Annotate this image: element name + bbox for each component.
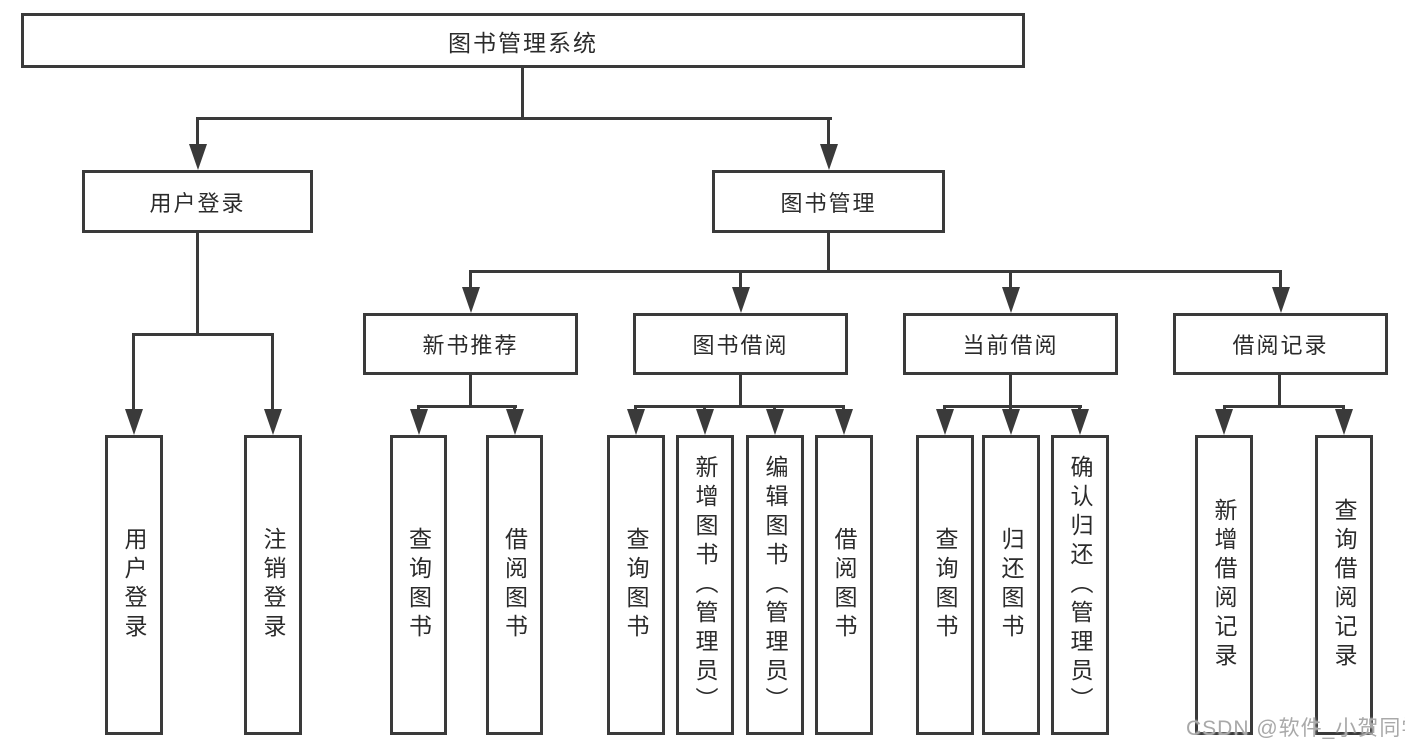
- arrow-down-icon: [936, 409, 954, 435]
- arrow-down-icon: [627, 409, 645, 435]
- connector-line: [196, 233, 199, 335]
- arrow-down-icon: [1071, 409, 1089, 435]
- node-label: 用户登录: [149, 190, 246, 216]
- arrow-down-icon: [766, 409, 784, 435]
- node-label: 图书借阅: [692, 333, 789, 358]
- leaf-label: 确认归还（管理员）: [1067, 454, 1093, 716]
- connector-line: [827, 233, 830, 273]
- arrow-down-icon: [462, 287, 480, 313]
- node-user-login: 用户登录: [82, 170, 313, 233]
- connector-line: [469, 270, 472, 290]
- connector-line: [196, 117, 199, 147]
- node-label: 图书管理系统: [448, 29, 598, 56]
- leaf-label: 查询借阅记录: [1331, 498, 1357, 672]
- connector-line: [739, 375, 742, 407]
- node-book-management: 图书管理: [712, 170, 945, 233]
- connector-line: [1279, 270, 1282, 290]
- leaf-logout: 注销登录: [244, 435, 302, 735]
- arrow-down-icon: [1215, 409, 1233, 435]
- arrow-down-icon: [835, 409, 853, 435]
- leaf-edit-books-admin: 编辑图书（管理员）: [746, 435, 804, 735]
- node-borrowing-records: 借阅记录: [1173, 313, 1388, 375]
- connector-line: [1223, 405, 1345, 408]
- node-label: 当前借阅: [962, 333, 1059, 358]
- leaf-user-login: 用户登录: [105, 435, 163, 735]
- connector-line: [1278, 375, 1281, 407]
- connector-line: [944, 405, 1082, 408]
- leaf-label: 借阅图书: [501, 527, 528, 643]
- node-label: 图书管理: [780, 190, 877, 216]
- leaf-query-books-recommend: 查询图书: [390, 435, 447, 735]
- node-new-book-recommendation: 新书推荐: [363, 313, 578, 375]
- arrow-down-icon: [1335, 409, 1353, 435]
- node-current-borrowing: 当前借阅: [903, 313, 1118, 375]
- node-library-management-system: 图书管理系统: [21, 13, 1025, 68]
- watermark: CSDN @软件_小贺同学: [1186, 717, 1405, 740]
- arrow-down-icon: [696, 409, 714, 435]
- arrow-down-icon: [125, 409, 143, 435]
- leaf-borrow-books-borrowing: 借阅图书: [815, 435, 873, 735]
- connector-line: [1009, 375, 1012, 407]
- leaf-label: 查询图书: [405, 527, 432, 643]
- leaf-return-books: 归还图书: [982, 435, 1040, 735]
- connector-line: [417, 405, 517, 408]
- connector-line: [271, 333, 274, 411]
- connector-line: [1009, 270, 1012, 290]
- connector-line: [469, 270, 1282, 273]
- connector-line: [739, 270, 742, 290]
- leaf-label: 编辑图书（管理员）: [762, 454, 788, 716]
- leaf-label: 新增图书（管理员）: [692, 454, 718, 716]
- leaf-label: 归还图书: [998, 527, 1024, 643]
- connector-line: [827, 117, 830, 147]
- leaf-label: 注销登录: [260, 527, 286, 643]
- arrow-down-icon: [189, 144, 207, 170]
- arrow-down-icon: [1272, 287, 1290, 313]
- arrow-down-icon: [506, 409, 524, 435]
- arrow-down-icon: [410, 409, 428, 435]
- leaf-query-borrow-record: 查询借阅记录: [1315, 435, 1373, 735]
- leaf-label: 查询图书: [623, 527, 649, 643]
- arrow-down-icon: [1002, 287, 1020, 313]
- arrow-down-icon: [1002, 409, 1020, 435]
- leaf-borrow-books-recommend: 借阅图书: [486, 435, 543, 735]
- node-book-borrowing: 图书借阅: [633, 313, 848, 375]
- leaf-query-books-borrowing: 查询图书: [607, 435, 665, 735]
- leaf-label: 新增借阅记录: [1211, 498, 1237, 672]
- connector-line: [132, 333, 135, 411]
- arrow-down-icon: [820, 144, 838, 170]
- leaf-label: 查询图书: [932, 527, 958, 643]
- leaf-query-books-current: 查询图书: [916, 435, 974, 735]
- leaf-label: 用户登录: [121, 527, 147, 643]
- arrow-down-icon: [732, 287, 750, 313]
- connector-line: [469, 375, 472, 407]
- node-label: 新书推荐: [422, 333, 519, 358]
- leaf-label: 借阅图书: [831, 527, 857, 643]
- node-label: 借阅记录: [1232, 333, 1329, 358]
- connector-line: [132, 333, 274, 336]
- leaf-confirm-return-admin: 确认归还（管理员）: [1051, 435, 1109, 735]
- arrow-down-icon: [264, 409, 282, 435]
- connector-line: [196, 117, 832, 120]
- leaf-add-borrow-record: 新增借阅记录: [1195, 435, 1253, 735]
- connector-line: [634, 405, 845, 408]
- leaf-add-books-admin: 新增图书（管理员）: [676, 435, 734, 735]
- connector-line: [521, 68, 524, 120]
